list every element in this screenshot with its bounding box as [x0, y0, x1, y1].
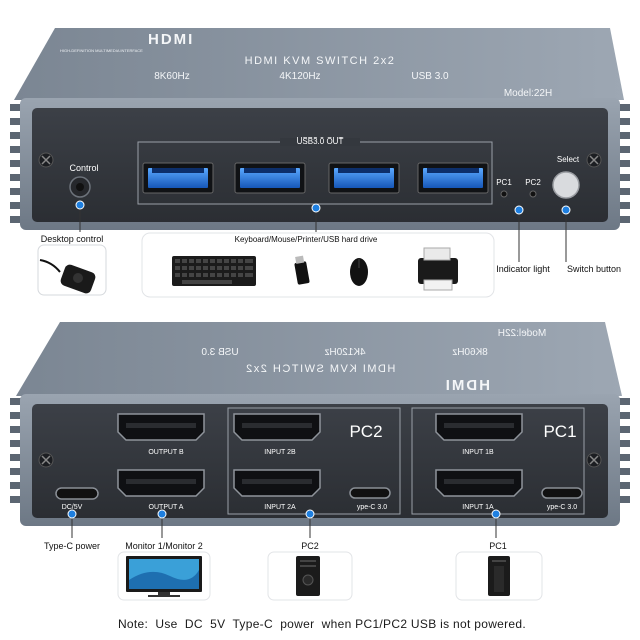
keyboard-icon — [172, 256, 256, 286]
typec-pc1-label: ype-C 3.0 — [547, 504, 577, 511]
hdmi-port-input-1b[interactable] — [435, 413, 523, 441]
rear-product-title: HDMI KVM SWITCH 2x2 — [245, 363, 396, 375]
rear-left-fins — [10, 398, 22, 503]
callout-dot — [514, 205, 524, 215]
usb-out-label-bg — [280, 138, 360, 146]
hdmi-port-output-b[interactable] — [117, 413, 205, 441]
rear-mirrored-lettering: Model:22H 8K60Hz 4K120Hz USB 3.0 HDMI KV… — [201, 328, 546, 394]
pc2-indicator-label: PC2 — [525, 178, 541, 187]
pc1-indicator-label: PC1 — [496, 178, 512, 187]
rear-device-top — [16, 322, 622, 396]
input-1b-label: INPUT 1B — [462, 449, 494, 456]
right-fins — [618, 104, 630, 223]
select-button[interactable] — [552, 171, 580, 199]
hdmi-port-input-2b[interactable] — [233, 413, 321, 441]
callout-dot — [157, 509, 167, 519]
rear-model-label: Model:22H — [498, 328, 546, 339]
hdmi-port-input-1a[interactable] — [435, 469, 523, 497]
control-port-label: Control — [69, 163, 98, 173]
typec-power-caption: Type-C power — [44, 541, 100, 551]
front-panel-face — [32, 108, 608, 222]
output-a-label: OUTPUT A — [149, 504, 184, 511]
desktop-control-caption: Desktop control — [41, 234, 104, 244]
control-port[interactable] — [69, 176, 91, 198]
rear-spec-4k: 4K120Hz — [324, 347, 365, 358]
typec-pc2-label: ype-C 3.0 — [357, 504, 387, 511]
mouse-icon — [350, 258, 368, 286]
pc1-indicator-light — [500, 190, 508, 198]
front-device-top — [14, 28, 624, 100]
callout-dot — [311, 203, 321, 213]
model-label: Model:22H — [504, 88, 552, 99]
spec-usb: USB 3.0 — [411, 71, 449, 82]
pc-tower-icon — [488, 556, 510, 596]
rear-callouts: Type-C power Monitor 1/Monitor 2 PC2 PC1 — [44, 509, 543, 601]
printer-icon — [418, 247, 458, 291]
usb-out-text: USB3.0 OUT — [297, 137, 344, 146]
callout-dot — [491, 509, 501, 519]
indicator-light-caption: Indicator light — [496, 264, 550, 274]
screw-icon — [38, 152, 54, 168]
hdmi-port-input-2a[interactable] — [233, 469, 321, 497]
callout-dot — [561, 205, 571, 215]
pc-tower-icon — [296, 556, 320, 596]
power-note: Note: Use DC 5V Type-C power when PC1/PC… — [118, 617, 526, 631]
usb-drive-icon — [294, 255, 310, 285]
hdmi-logo: HDMI — [148, 31, 194, 48]
callout-dot — [67, 509, 77, 519]
monitor-icon — [126, 556, 202, 597]
peripherals-caption: Keyboard/Mouse/Printer/USB hard drive — [235, 235, 378, 244]
output-b-label: OUTPUT B — [148, 449, 184, 456]
front-device: HDMI HIGH-DEFINITION MULTIMEDIA INTERFAC… — [10, 28, 630, 230]
pc2-indicator-light — [529, 190, 537, 198]
pc1-caption: PC1 — [489, 541, 507, 551]
usb-port-2[interactable] — [234, 162, 306, 194]
spec-8k: 8K60Hz — [154, 71, 190, 82]
switch-button-caption: Switch button — [567, 264, 621, 274]
left-fins — [10, 104, 22, 223]
rear-device: Model:22H 8K60Hz 4K120Hz USB 3.0 HDMI KV… — [10, 322, 630, 526]
pc2-group-label: PC2 — [349, 422, 382, 441]
screw-icon — [586, 152, 602, 168]
callout-dot — [75, 200, 85, 210]
input-2a-label: INPUT 2A — [264, 504, 296, 511]
input-2b-label: INPUT 2B — [264, 449, 296, 456]
rear-spec-8k: 8K60Hz — [452, 347, 488, 358]
desktop-control-remote-icon — [39, 259, 96, 294]
hdmi-logo-subtext: HIGH-DEFINITION MULTIMEDIA INTERFACE — [60, 48, 143, 53]
dc-typec-port[interactable] — [55, 487, 99, 500]
pc2-caption: PC2 — [301, 541, 319, 551]
monitors-caption: Monitor 1/Monitor 2 — [125, 541, 203, 551]
pc1-group-label: PC1 — [543, 422, 576, 441]
rear-spec-usb: USB 3.0 — [201, 347, 239, 358]
rear-right-fins — [618, 398, 630, 503]
rear-hdmi-logo: HDMI — [444, 377, 490, 394]
typec-port-pc1[interactable] — [541, 487, 583, 499]
hdmi-port-output-a[interactable] — [117, 469, 205, 497]
dc-label: DC/5V — [62, 504, 83, 511]
usb-port-3[interactable] — [328, 162, 400, 194]
spec-4k: 4K120Hz — [279, 71, 320, 82]
product-title: HDMI KVM SWITCH 2x2 — [245, 55, 396, 67]
front-callouts: Desktop control Keyboard/Mouse/Printer/U… — [37, 200, 621, 298]
usb-port-4[interactable] — [417, 162, 489, 194]
screw-icon — [38, 452, 54, 468]
callout-dot — [305, 509, 315, 519]
input-1a-label: INPUT 1A — [462, 504, 494, 511]
usb-port-1[interactable] — [142, 162, 214, 194]
typec-port-pc2[interactable] — [349, 487, 391, 499]
select-label: Select — [557, 155, 580, 164]
screw-icon — [586, 452, 602, 468]
